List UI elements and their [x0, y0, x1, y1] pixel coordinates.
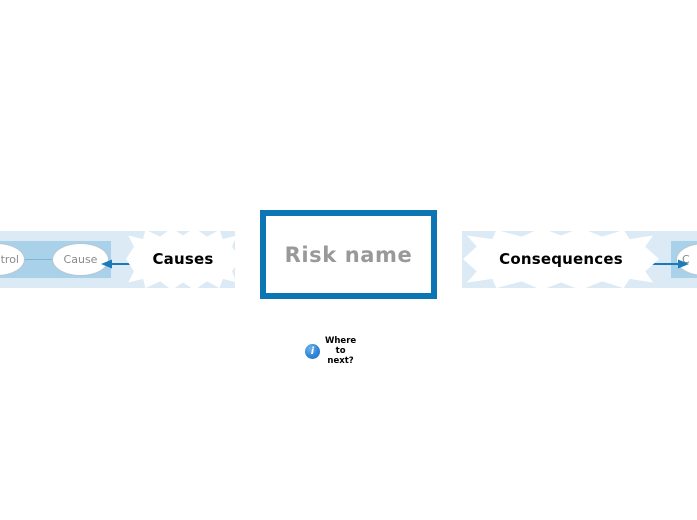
where-to-next-line-2: to	[335, 345, 346, 356]
node-cause-label: Cause	[63, 253, 98, 266]
where-to-next[interactable]: i Where to next?	[305, 336, 357, 366]
risk-name-box[interactable]: Risk name	[260, 210, 437, 299]
causes-burst-node[interactable]: Causes	[126, 228, 240, 290]
where-to-next-line-3: next?	[327, 355, 354, 366]
risk-name-label: Risk name	[284, 242, 413, 267]
consequences-burst-node[interactable]: Consequences	[463, 228, 659, 290]
info-icon[interactable]: i	[305, 344, 320, 360]
node-cause[interactable]: Cause	[52, 243, 109, 276]
node-control-label: trol	[0, 253, 19, 266]
control-cause-connector	[23, 259, 54, 260]
where-to-next-line-1: Where	[325, 336, 357, 346]
consequences-label: Consequences	[499, 250, 623, 268]
causes-label: Causes	[152, 250, 214, 268]
where-to-next-label: Where to next?	[325, 336, 357, 366]
node-consequence-label: C	[682, 253, 690, 266]
